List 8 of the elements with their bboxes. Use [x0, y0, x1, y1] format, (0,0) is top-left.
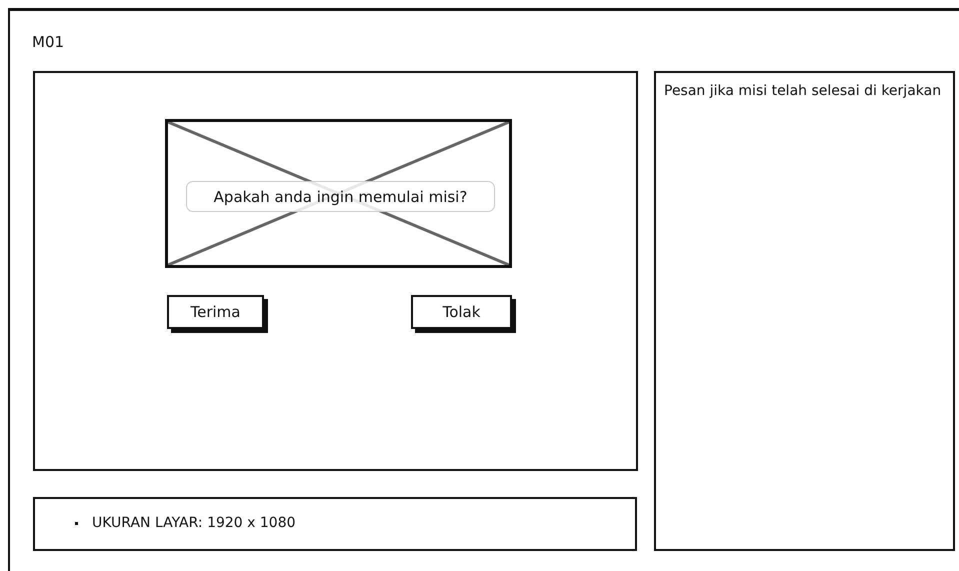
screen-id: M01 [32, 33, 64, 51]
message-text: Pesan jika misi telah selesai di kerjakan [664, 82, 942, 101]
message-panel [654, 71, 955, 551]
question-label: Apakah anda ingin memulai misi? [186, 181, 495, 212]
notes-panel [33, 497, 637, 551]
note-text: UKURAN LAYAR: 1920 x 1080 [92, 514, 296, 533]
content-panel [33, 71, 638, 471]
image-placeholder [165, 119, 512, 268]
